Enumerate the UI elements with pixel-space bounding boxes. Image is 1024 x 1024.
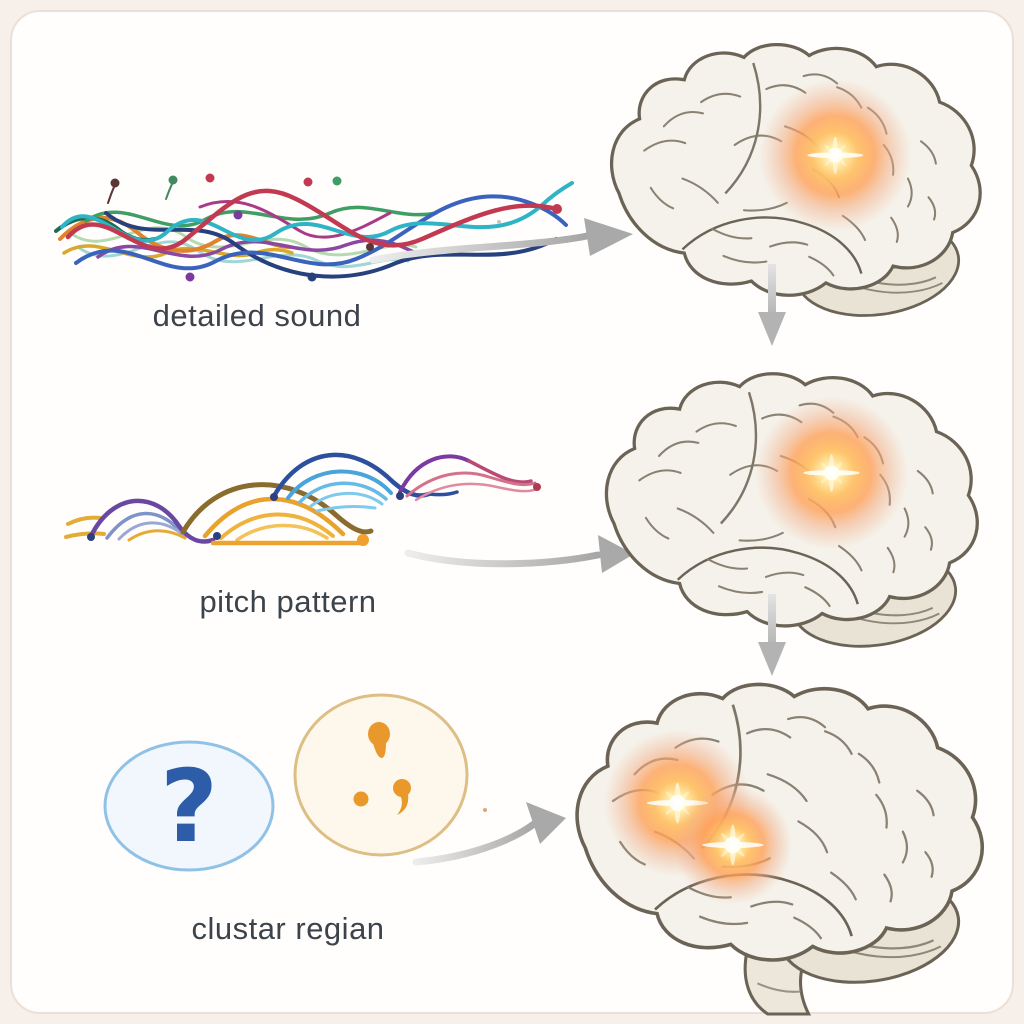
glow-spot [754,396,909,550]
decorative-speck [497,220,501,224]
arrow-right-3-icon [412,802,566,866]
glow-spot [673,785,793,905]
arrow-right-1-icon [369,218,633,264]
question-cluster-ellipse [103,740,275,872]
cluster-illustration: ? [103,693,469,872]
question-mark-glyph: ? [160,748,218,865]
waveform-tangle-illustration [54,173,574,282]
brain-illustration-top [609,42,982,328]
orange-blobs [353,722,411,815]
row-label-clustar-regian: clustar regian [191,911,385,946]
brain-illustration-middle [604,372,979,659]
brain-illustration-bottom [575,682,985,1016]
arrow-down-1-icon [758,264,786,346]
pitch-contour-illustration [64,452,541,546]
arrow-right-2-icon [404,535,634,573]
row-label-pitch-pattern: pitch pattern [199,584,377,619]
row-label-detailed-sound: detailed sound [152,298,362,333]
arrow-down-2-icon [758,594,786,676]
punctuation-cluster-ellipse [293,693,469,857]
decorative-speck [483,808,487,812]
glow-spot [758,78,912,232]
